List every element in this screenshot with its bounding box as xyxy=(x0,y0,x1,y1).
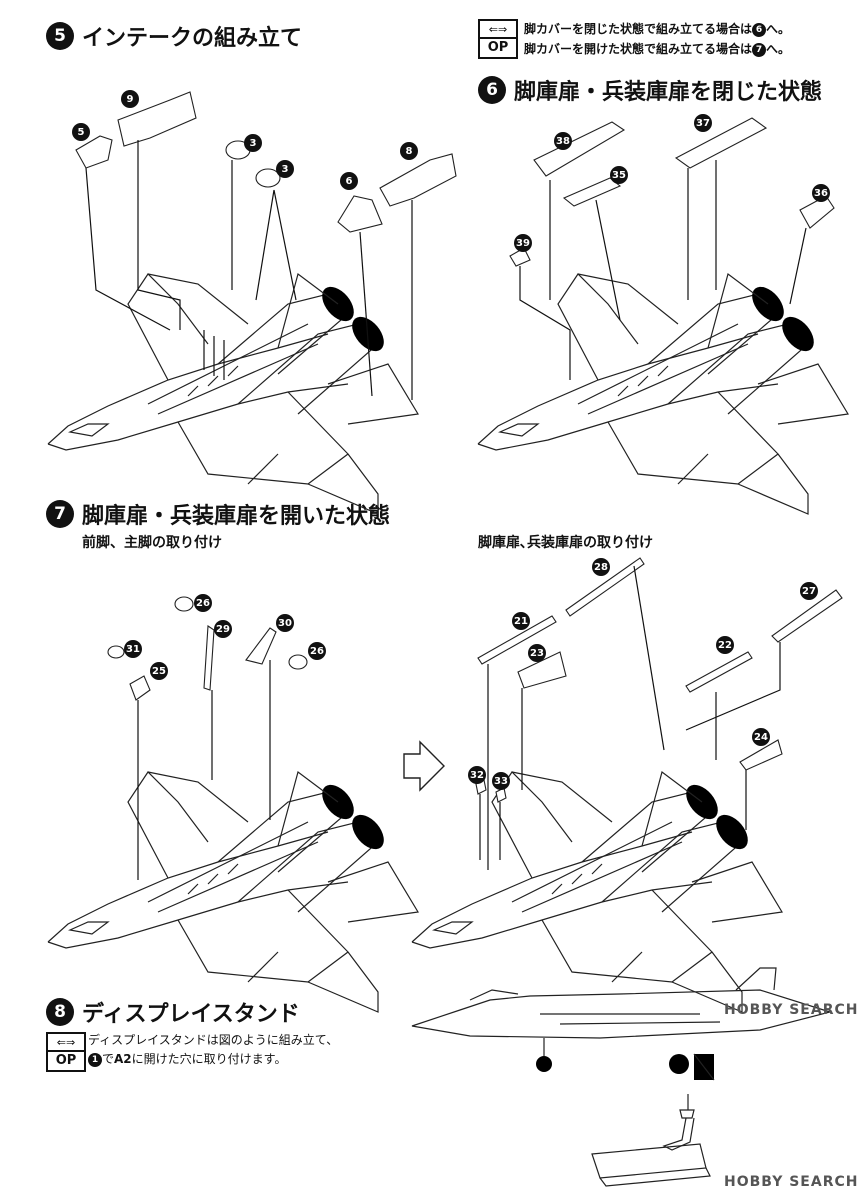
part-number-badge: 23 xyxy=(528,644,546,662)
part-number-badge: 26 xyxy=(194,594,212,612)
step-6-title: 脚庫扉・兵装庫扉を閉じた状態 xyxy=(514,80,823,105)
part-number-badge: 32 xyxy=(468,766,486,784)
step-5-number: 5 xyxy=(46,22,74,50)
step-5-title: インテークの組み立て xyxy=(82,26,303,51)
step-7-right-parts xyxy=(475,557,843,870)
option-note-1-suffix: へ。 xyxy=(766,22,791,36)
part-number-badge: 6 xyxy=(340,172,358,190)
next-arrow-icon xyxy=(403,740,445,792)
option-note-2-suffix: へ。 xyxy=(766,42,791,56)
option-note-2-step: 7 xyxy=(752,42,767,57)
part-number-badge: 21 xyxy=(512,612,530,630)
part-number-badge: 29 xyxy=(214,620,232,638)
part-number-badge: 30 xyxy=(276,614,294,632)
step-8-ref-step: 1 xyxy=(88,1052,102,1067)
step-7-title: 脚庫扉・兵装庫扉を開いた状態 xyxy=(82,504,391,529)
watermark-top: HOBBY SEARCH xyxy=(724,1002,859,1018)
part-number-badge: 39 xyxy=(514,234,532,252)
part-number-badge: 36 xyxy=(812,184,830,202)
watermark-bottom: HOBBY SEARCH xyxy=(724,1174,859,1190)
jet-drawing-step-7-right xyxy=(411,771,783,1013)
part-number-badge: 31 xyxy=(124,640,142,658)
step-7-heading: 7 脚庫扉・兵装庫扉を開いた状態 xyxy=(46,498,390,530)
step-6-number: 6 xyxy=(478,76,506,104)
part-number-badge: 27 xyxy=(800,582,818,600)
jet-drawing-step-5 xyxy=(47,273,419,515)
step-8-text-rest: に開けた穴に取り付けます。 xyxy=(131,1052,287,1066)
option-note-2-text: 脚カバーを開けた状態で組み立てる場合は xyxy=(524,42,753,56)
step-7-sub-left: 前脚、主脚の取り付け xyxy=(82,535,222,551)
part-number-badge: 24 xyxy=(752,728,770,746)
part-number-badge: 37 xyxy=(694,114,712,132)
part-number-badge: 5 xyxy=(72,123,90,141)
option-icon: ⇐⇒ OP xyxy=(478,19,518,59)
option-note-1-text: 脚カバーを閉じた状態で組み立てる場合は xyxy=(524,22,753,36)
part-number-badge: 28 xyxy=(592,558,610,576)
jet-drawing-step-6 xyxy=(477,273,849,515)
step-8-title: ディスプレイスタンド xyxy=(82,1002,300,1027)
part-number-badge: 3 xyxy=(276,160,294,178)
step-7-sub-right: 脚庫扉､兵装庫扉の取り付け xyxy=(478,535,653,551)
part-number-badge: 3 xyxy=(244,134,262,152)
op-label: OP xyxy=(487,40,509,55)
part-number-badge: 35 xyxy=(610,166,628,184)
step-7-number: 7 xyxy=(46,500,74,528)
step-8-ref-part: A2 xyxy=(114,1052,132,1066)
step-8-side-view xyxy=(411,967,833,1187)
step-8-heading: 8 ディスプレイスタンド xyxy=(46,996,300,1028)
arrows-icon: ⇐⇒ xyxy=(48,1034,84,1052)
part-number-badge: 33 xyxy=(492,772,510,790)
jet-drawing-step-7-left xyxy=(47,771,419,1013)
step-8-text-de: で xyxy=(102,1052,115,1066)
part-number-badge: 8 xyxy=(400,142,418,160)
part-number-badge: 9 xyxy=(121,90,139,108)
option-icon-step-8: ⇐⇒ OP xyxy=(46,1032,86,1072)
op-label-step-8: OP xyxy=(55,1053,77,1068)
step-6-parts xyxy=(509,117,835,380)
part-number-badge: 22 xyxy=(716,636,734,654)
part-number-badge: 38 xyxy=(554,132,572,150)
step-8-text-line-1: ディスプレイスタンドは図のように組み立て、 xyxy=(88,1033,339,1047)
step-5-parts xyxy=(75,91,457,400)
part-number-badge: 26 xyxy=(308,642,326,660)
step-7-left-parts xyxy=(107,596,308,880)
step-8-number: 8 xyxy=(46,998,74,1026)
option-note-1-step: 6 xyxy=(752,22,767,37)
part-number-badge: 25 xyxy=(150,662,168,680)
arrows-icon: ⇐⇒ xyxy=(480,21,516,39)
step-6-heading: 6 脚庫扉・兵装庫扉を閉じた状態 xyxy=(478,74,822,106)
step-5-heading: 5 インテークの組み立て xyxy=(46,20,302,52)
